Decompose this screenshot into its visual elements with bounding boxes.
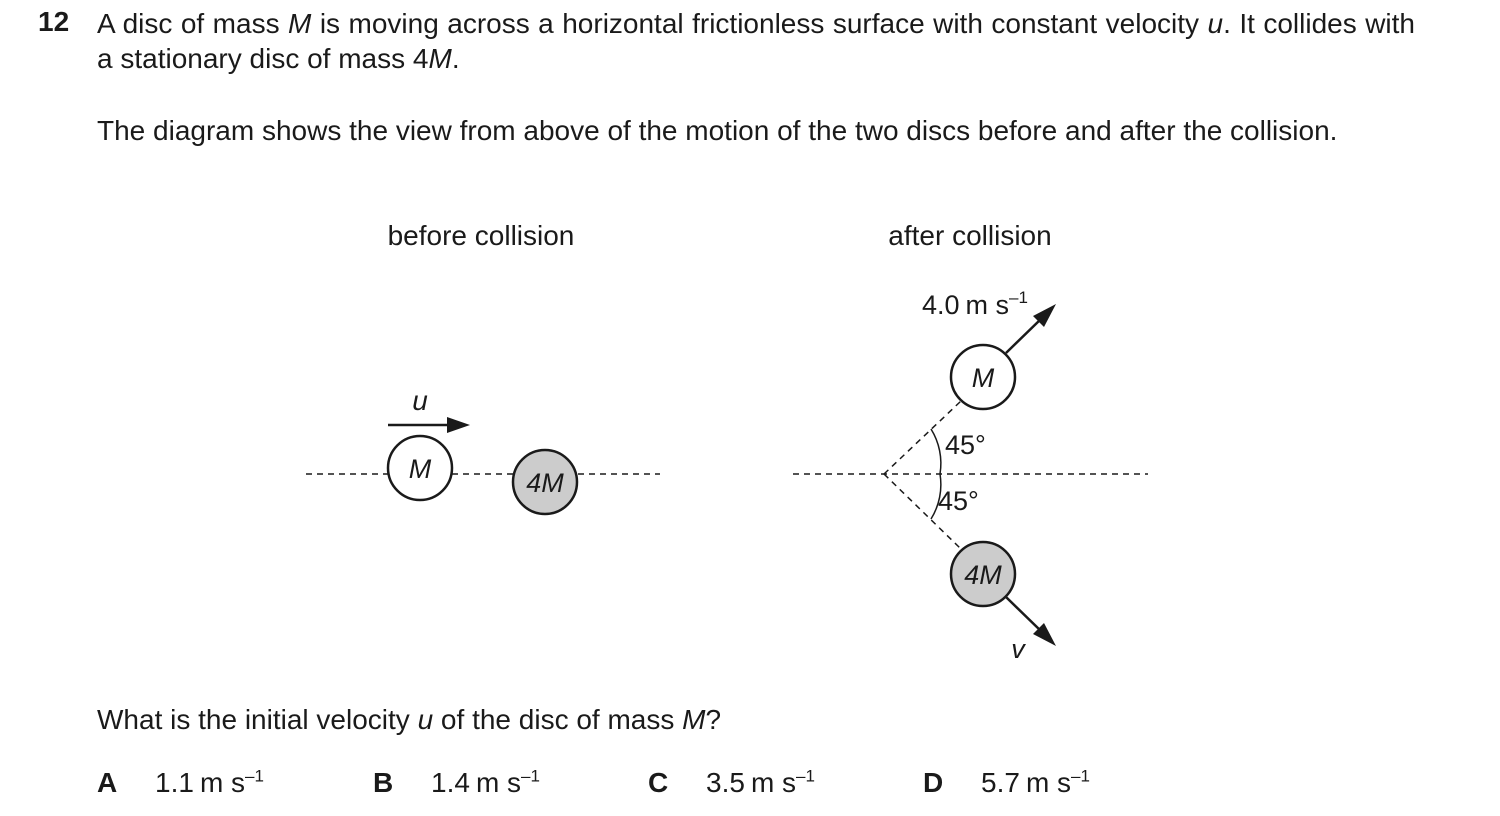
disc-m-after bbox=[949, 343, 1017, 411]
after-velocity-arrowhead-4m bbox=[1033, 623, 1056, 646]
option-d-value: 5.7 bbox=[981, 767, 1020, 798]
option-a-value: 1.1 bbox=[155, 767, 194, 798]
option-b-value: 1.4 bbox=[431, 767, 470, 798]
question-prompt: What is the initial velocity u of the di… bbox=[97, 704, 722, 735]
question-number: 12 bbox=[38, 6, 70, 37]
disc-4m-before bbox=[511, 448, 579, 516]
option-a-unit: m s bbox=[199, 767, 246, 798]
after-velocity-label: v bbox=[1011, 634, 1026, 664]
option-b-unit: m s bbox=[475, 767, 522, 798]
before-collision-label: before collision bbox=[388, 220, 575, 251]
disc-m-before-label: M bbox=[409, 454, 432, 484]
after-path-m bbox=[883, 400, 962, 475]
option-a-exponent: –1 bbox=[245, 766, 264, 786]
angle-top-label: 45° bbox=[945, 430, 986, 460]
angle-bottom-label: 45° bbox=[938, 486, 979, 516]
angle-arc-bottom bbox=[930, 473, 942, 520]
option-c-exponent: –1 bbox=[796, 766, 815, 786]
disc-m-after-label: M bbox=[972, 363, 995, 393]
after-velocity-arrow-4m bbox=[1005, 596, 1043, 633]
option-d-letter: D bbox=[923, 767, 944, 798]
after-velocity-arrowhead-m bbox=[1033, 304, 1056, 327]
after-velocity-arrow-m bbox=[1005, 317, 1043, 354]
before-velocity-arrowhead bbox=[447, 417, 470, 433]
option-c-unit: m s bbox=[750, 767, 797, 798]
diagram-intro: The diagram shows the view from above of… bbox=[97, 115, 1338, 146]
option-b-exponent: –1 bbox=[521, 766, 540, 786]
before-velocity-label: u bbox=[412, 385, 428, 416]
after-path-4m bbox=[883, 473, 962, 550]
disc-m-before bbox=[386, 434, 454, 502]
option-d-exponent: –1 bbox=[1071, 766, 1090, 786]
option-d-unit: m s bbox=[1025, 767, 1072, 798]
option-a-letter: A bbox=[97, 767, 118, 798]
disc-4m-after bbox=[949, 540, 1017, 608]
angle-arc-top bbox=[930, 428, 942, 475]
option-c-value: 3.5 bbox=[706, 767, 745, 798]
disc-4m-before-label: 4M bbox=[526, 468, 564, 498]
after-collision-label: after collision bbox=[888, 220, 1051, 251]
option-c-letter: C bbox=[648, 767, 669, 798]
disc-4m-after-label: 4M bbox=[964, 560, 1002, 590]
option-b-letter: B bbox=[373, 767, 394, 798]
question-intro: A disc of mass M is moving across a hori… bbox=[97, 8, 1415, 74]
